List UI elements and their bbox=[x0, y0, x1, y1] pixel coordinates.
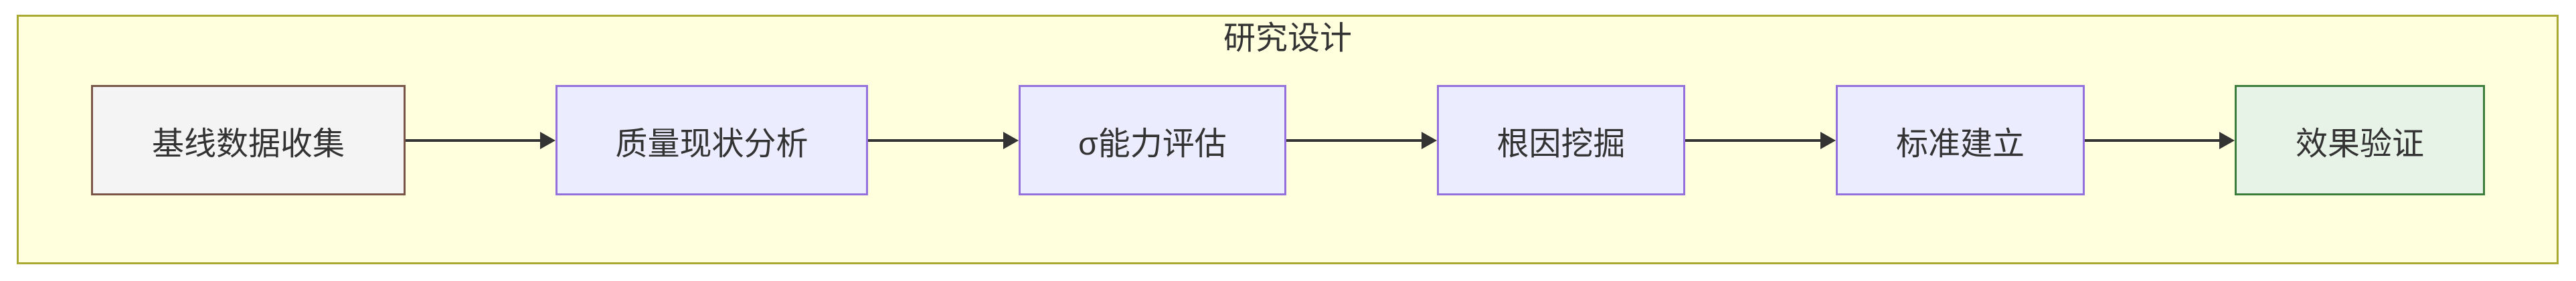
arrow-line bbox=[406, 138, 543, 142]
arrow-head-icon bbox=[1422, 131, 1437, 149]
flow-arrow-5 bbox=[2085, 131, 2235, 150]
arrow-head-icon bbox=[540, 131, 555, 149]
flow-arrow-4 bbox=[1685, 131, 1836, 150]
arrow-head-icon bbox=[1820, 131, 1836, 149]
node-baseline-data-collection: 基线数据收集 bbox=[91, 85, 406, 195]
flow-arrow-2 bbox=[868, 131, 1019, 150]
flow-arrow-3 bbox=[1286, 131, 1437, 150]
arrow-line bbox=[2085, 138, 2223, 142]
arrow-head-icon bbox=[1003, 131, 1019, 149]
flow-arrow-1 bbox=[406, 131, 555, 150]
node-sigma-capability-evaluation: σ能力评估 bbox=[1019, 85, 1286, 195]
arrow-line bbox=[868, 138, 1007, 142]
node-root-cause-mining: 根因挖掘 bbox=[1437, 85, 1685, 195]
node-effect-verification: 效果验证 bbox=[2235, 85, 2485, 195]
arrow-line bbox=[1286, 138, 1425, 142]
node-standard-establishment: 标准建立 bbox=[1836, 85, 2085, 195]
arrow-line bbox=[1685, 138, 1824, 142]
node-quality-status-analysis: 质量现状分析 bbox=[555, 85, 868, 195]
cluster-title: 研究设计 bbox=[1223, 21, 1352, 56]
arrow-head-icon bbox=[2219, 131, 2235, 149]
